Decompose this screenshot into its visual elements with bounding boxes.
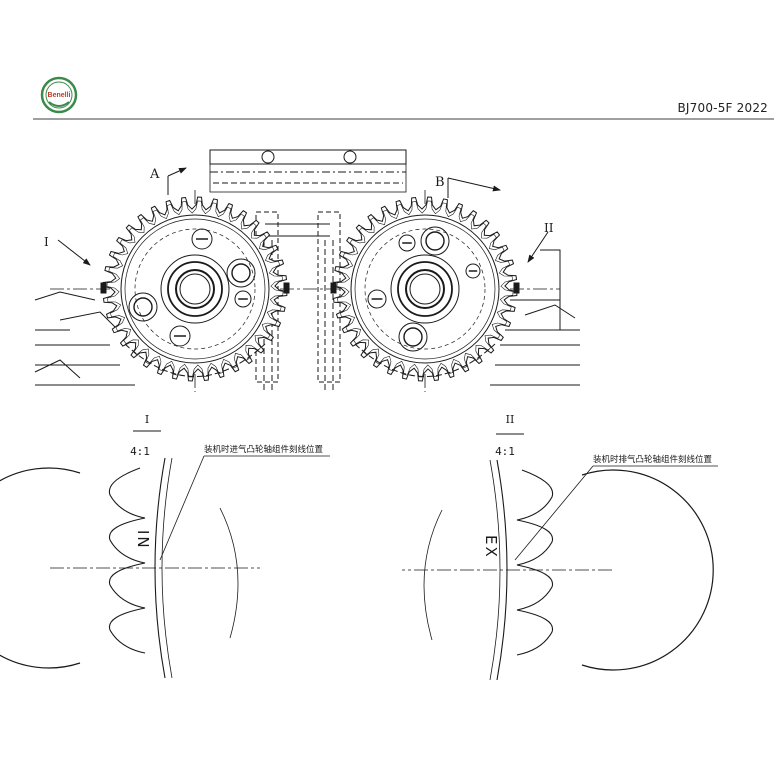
detail-rim-inner	[489, 459, 501, 681]
detail-1-note: 装机时进气凸轮轴组件刻线位置	[204, 444, 324, 455]
detail-boundary	[581, 469, 714, 671]
detail-teeth	[516, 469, 554, 656]
right-bolt-hole	[367, 289, 387, 309]
detail-1-scale: 4:1	[130, 445, 150, 458]
detail-outline	[402, 459, 714, 681]
left-cam-sprocket	[100, 196, 290, 382]
left-bolt-hole	[226, 258, 256, 288]
detail-2-scale: 4:1	[495, 445, 515, 458]
detail-1: I 4:1 装机时进气凸轮轴组件刻线位置 IN	[0, 413, 330, 679]
detail-teeth	[108, 467, 146, 654]
detail-hub-arc	[423, 509, 443, 641]
left-hub-outer	[160, 254, 230, 324]
right-bore	[405, 269, 445, 309]
detail-2-note: 装机时排气凸轮轴组件刻线位置	[593, 454, 713, 465]
detail-ref-2: II	[544, 221, 554, 235]
detail-2-mark: EX	[482, 535, 500, 559]
detail-2-ref: II	[506, 413, 515, 426]
detail-2: II 4:1 装机时排气凸轮轴组件刻线位置 EX	[402, 413, 718, 681]
right-bolt-hole	[398, 234, 416, 252]
logo-text: Benelli	[48, 92, 71, 99]
left-bolt-hole	[191, 228, 213, 250]
model-year-label: BJ700-5F 2022	[677, 101, 768, 115]
detail-rim-inner	[161, 457, 173, 679]
left-timing-mark	[283, 282, 290, 294]
cam-cover-top	[209, 149, 407, 165]
right-cam-sprocket	[330, 196, 520, 382]
right-bolt-hole	[420, 226, 450, 256]
right-bolt-hole	[398, 322, 428, 352]
left-chain-guide	[124, 343, 266, 377]
view-label-b: B	[435, 175, 445, 190]
view-label-a: A	[149, 167, 160, 182]
right-timing-mark	[330, 282, 337, 294]
right-hub-outer	[390, 254, 460, 324]
right-timing-mark	[513, 282, 520, 294]
right-hub	[397, 261, 453, 317]
detail-ref-1: I	[44, 235, 49, 249]
left-bore	[175, 269, 215, 309]
right-chain-guide	[354, 343, 496, 377]
benelli-logo: Benelli	[40, 76, 78, 114]
right-pitch-circle	[364, 228, 486, 350]
right-sprocket-teeth-inner	[336, 200, 514, 378]
right-bolt-head	[403, 327, 423, 347]
left-bolt-hole	[234, 290, 252, 308]
left-sprocket-rim-inner	[124, 218, 266, 360]
detail-1-ref: I	[145, 413, 149, 426]
detail-hub-arc	[219, 507, 239, 639]
gears	[100, 196, 520, 382]
detail-1-mark: IN	[134, 530, 152, 550]
left-sprocket-teeth	[102, 196, 288, 382]
left-timing-mark	[100, 282, 107, 294]
right-bore-inner	[409, 273, 441, 305]
right-sprocket-teeth	[332, 196, 518, 382]
left-bolt-head	[133, 297, 153, 317]
detail-1-drawing	[0, 457, 260, 679]
left-sprocket-rim	[120, 214, 270, 364]
left-bolt-head	[231, 263, 251, 283]
right-sprocket-rim-inner	[354, 218, 496, 360]
left-hub	[167, 261, 223, 317]
detail-boundary	[0, 467, 81, 669]
detail-2-drawing	[402, 459, 714, 681]
left-bolt-hole	[128, 292, 158, 322]
right-bolt-head	[425, 231, 445, 251]
right-bolt-hole	[465, 263, 481, 279]
detail-outline	[0, 457, 260, 679]
left-sprocket-teeth-inner	[106, 200, 284, 378]
right-sprocket-rim	[350, 214, 500, 364]
left-pitch-circle	[134, 228, 256, 350]
left-bore-inner	[179, 273, 211, 305]
left-bolt-hole	[169, 325, 191, 347]
